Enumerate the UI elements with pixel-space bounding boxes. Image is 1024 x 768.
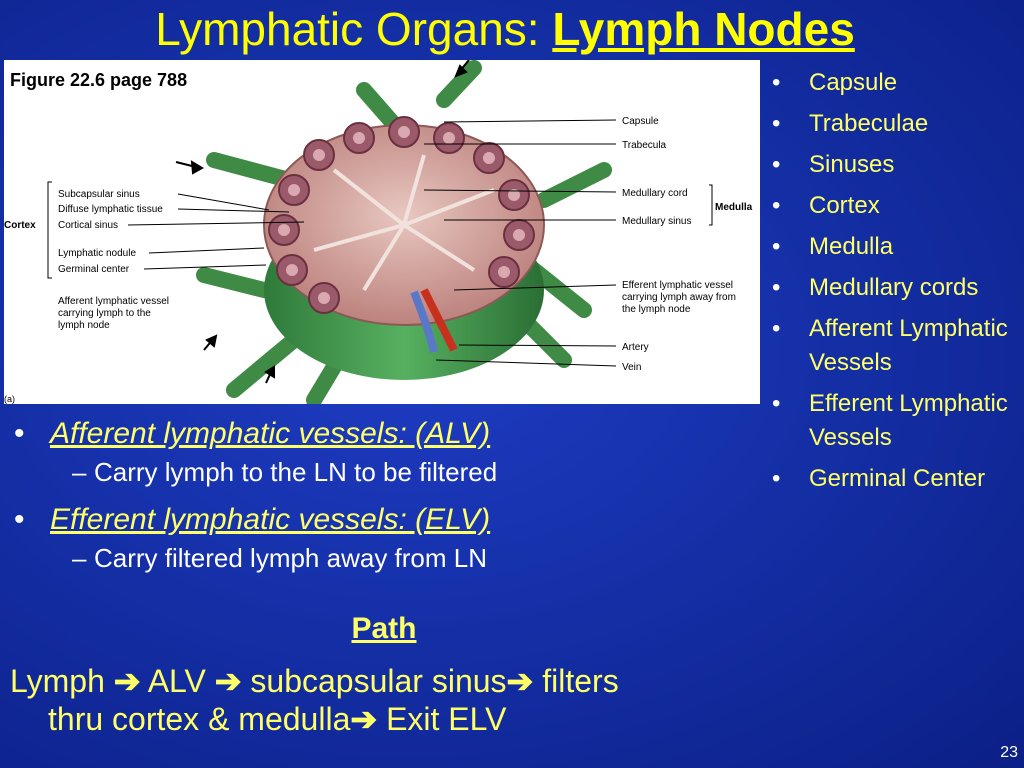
side-item: Capsule: [772, 66, 1022, 100]
germinal-centers: [278, 126, 525, 304]
label-lymphatic-nodule: Lymphatic nodule: [58, 248, 136, 259]
side-item: Trabeculae: [772, 107, 1022, 141]
figure-caption: Figure 22.6 page 788: [10, 70, 188, 90]
path-line-1: Lymph ➔ ALV ➔ subcapsular sinus➔ filters: [10, 662, 760, 700]
arrow-icon: ➔: [350, 701, 378, 737]
label-afferent-2: carrying lymph to the: [58, 308, 151, 319]
label-subcapsular-sinus: Subcapsular sinus: [58, 189, 140, 200]
label-afferent-1: Afferent lymphatic vessel: [58, 296, 169, 307]
title-emphasis: Lymph Nodes: [552, 3, 855, 55]
side-item: Afferent Lymphatic Vessels: [772, 312, 1022, 380]
label-efferent-2: carrying lymph away from: [622, 292, 736, 303]
path-heading: Path: [351, 612, 417, 645]
flow-arrows: [175, 60, 470, 384]
page-number: 23: [1000, 744, 1018, 761]
arrow-icon: ➔: [113, 663, 141, 699]
path-part: filters: [533, 663, 619, 699]
label-germinal-center: Germinal center: [58, 264, 130, 275]
label-efferent-3: the lymph node: [622, 304, 691, 315]
lymph-node-figure: Capsule Trabecula Medullary cord Medulla…: [4, 60, 760, 404]
side-item: Cortex: [772, 189, 1022, 223]
label-vein: Vein: [622, 362, 641, 373]
side-item: Germinal Center: [772, 462, 1022, 496]
label-artery: Artery: [622, 342, 649, 353]
side-term-list: Capsule Trabeculae Sinuses Cortex Medull…: [772, 66, 1022, 503]
path-part: ALV: [140, 663, 215, 699]
slide-title: Lymphatic Organs: Lymph Nodes: [0, 2, 1010, 56]
trabeculae: [313, 154, 495, 292]
label-afferent-3: lymph node: [58, 320, 110, 331]
label-diffuse-tissue: Diffuse lymphatic tissue: [58, 204, 163, 215]
main-bullets: Afferent lymphatic vessels: (ALV) Carry …: [14, 414, 754, 586]
sub-bullet-afferent: Carry lymph to the LN to be filtered: [14, 454, 754, 490]
side-item: Medulla: [772, 230, 1022, 264]
label-medulla: Medulla: [715, 202, 753, 213]
sub-bullet-efferent: Carry filtered lymph away from LN: [14, 540, 754, 576]
label-efferent-1: Efferent lymphatic vessel: [622, 280, 733, 291]
path-part: thru cortex & medulla: [48, 701, 351, 737]
label-cortex: Cortex: [4, 220, 36, 231]
side-item: Sinuses: [772, 148, 1022, 182]
path-description: Lymph ➔ ALV ➔ subcapsular sinus➔ filters…: [10, 662, 760, 738]
label-panel: (a): [4, 394, 15, 404]
leader-lines: [47, 119, 713, 367]
arrow-icon: ➔: [506, 663, 534, 699]
lymph-node-diagram: Capsule Trabecula Medullary cord Medulla…: [4, 60, 753, 404]
artery-shape: [420, 288, 458, 352]
path-part: Exit ELV: [377, 701, 507, 737]
label-cortical-sinus: Cortical sinus: [58, 220, 118, 231]
side-item: Efferent Lymphatic Vessels: [772, 387, 1022, 455]
label-medullary-cord: Medullary cord: [622, 188, 688, 199]
title-prefix: Lymphatic Organs:: [155, 3, 553, 55]
label-trabecula: Trabecula: [622, 140, 667, 151]
path-line-2: thru cortex & medulla➔ Exit ELV: [10, 700, 760, 738]
bullet-afferent: Afferent lymphatic vessels: (ALV): [14, 414, 754, 454]
label-medullary-sinus: Medullary sinus: [622, 216, 691, 227]
arrow-icon: ➔: [214, 663, 242, 699]
vein-shape: [410, 290, 438, 353]
bullet-efferent: Efferent lymphatic vessels: (ELV): [14, 500, 754, 540]
path-part: Lymph: [10, 663, 114, 699]
path-part: subcapsular sinus: [241, 663, 507, 699]
label-capsule: Capsule: [622, 116, 659, 127]
side-item: Medullary cords: [772, 271, 1022, 305]
